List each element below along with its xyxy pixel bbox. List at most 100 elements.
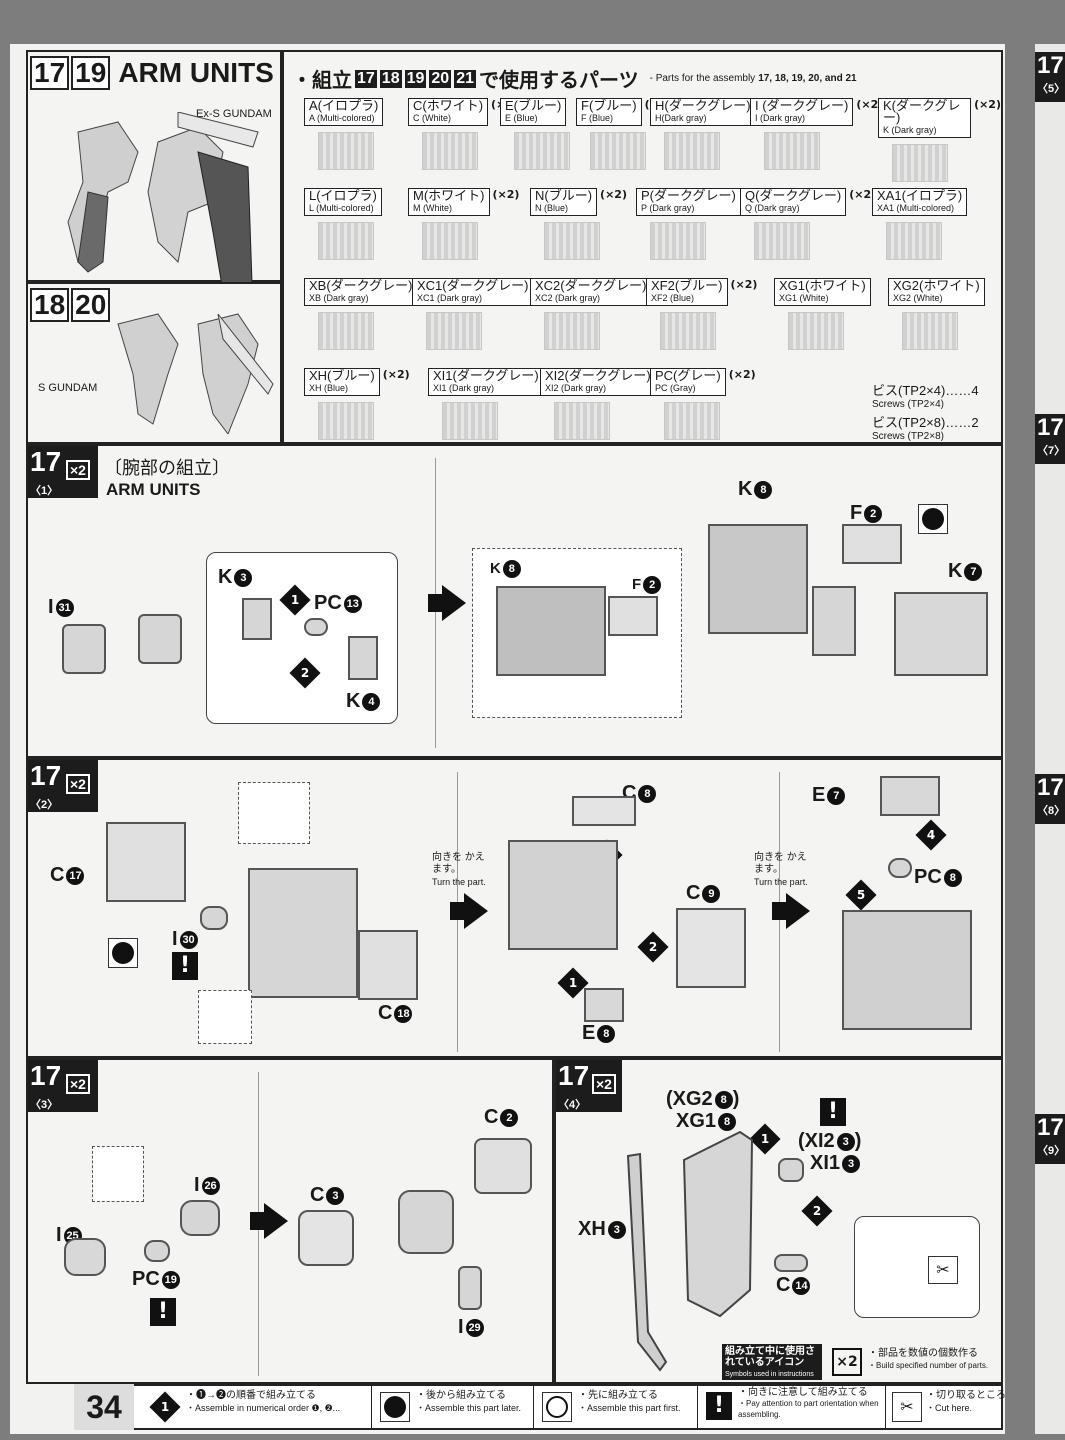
part-runner-item: N(ブルー)N (Blue)(×2) [530,188,627,260]
proceed-arrow [450,902,464,920]
part-xh [626,1152,668,1372]
part-c18 [358,930,418,1000]
adjacent-page-strip: 17〈5〉 17〈7〉 17〈8〉 17〈9〉 [1035,44,1065,1434]
part-number-badge: 3 [234,568,253,587]
runner-quantity: (×2) [856,98,884,111]
part-xg1-shield [682,1130,754,1318]
part-k8 [708,524,808,634]
runner-label: C(ホワイト)C (White) [408,98,489,126]
part-c17 [106,822,186,902]
runner-quantity: (×2) [730,278,758,291]
part-runner-item: XG1(ホワイト)XG1 (White) [774,278,874,350]
page-number: 34 [74,1384,134,1430]
legend-item-assemble-first: ・先に組み立てる・Assemble this part first. [536,1386,698,1428]
part-number-badge: 3 [842,1154,861,1173]
part-runner-item: Q(ダークグレー)Q (Dark gray)(×2) [740,188,876,260]
turn-part-note: 向きを かえます。Turn the part. [754,852,808,887]
part-number-badge: 18 [394,1004,413,1023]
part-number-badge: 8 [754,480,773,499]
runner-thumbnail [650,222,706,260]
proceed-arrow-head [786,893,810,929]
part-number-badge: 3 [607,1220,626,1239]
screw-item-en: Screws (TP2×8) [872,431,944,442]
part-f2 [842,524,902,564]
part-runner-item: L(イロプラ)L (Multi-colored) [304,188,385,260]
part-pc8 [888,858,912,878]
runner-thumbnail [442,402,498,440]
order-step-2: 2 [289,657,321,689]
legend-multiply-text: ・部品を数値の個数作る・Build specified number of pa… [868,1348,989,1370]
runner-thumbnail [422,222,478,260]
part-label-xg2: (XG2 [666,1088,713,1110]
part-label-xh: XH [578,1218,606,1240]
part-label-xg1: XG1 [676,1110,717,1132]
part-i30 [200,906,228,930]
part-i25 [64,1238,106,1276]
part-number-badge: 8 [718,1112,737,1131]
part-label-f2: F [632,576,642,593]
part-runner-item: XA1(イロプラ)XA1 (Multi-colored) [872,188,970,260]
assembly-number: 18 [30,288,70,322]
part-runner-item: XG2(ホワイト)XG2 (White) [888,278,988,350]
assembly-number: 20 [71,288,111,322]
assembly-badge: 20 [429,69,452,88]
part-label-k8: K [738,478,753,500]
part-number-badge: 2 [643,576,662,595]
runner-thumbnail [544,222,600,260]
parts-list-panel: ・組立 17 18 19 20 21 で使用するパーツ - Parts for … [282,50,1003,444]
part-c14 [774,1254,808,1272]
part-number-badge: 3 [326,1186,345,1205]
step-title-jp: 〔腕部の組立〕 [104,458,230,478]
cut-here-icon: ✂ [928,1256,958,1284]
assembly-badge: 17 [355,69,377,88]
legend-item-orientation: ! ・向きに注意して組み立てる・Pay attention to part or… [700,1386,886,1428]
turn-part-note: 向きを かえます。Turn the part. [432,852,486,887]
runner-label: XC2(ダークグレー)XC2 (Dark gray) [530,278,652,306]
part-runner-item: XC2(ダークグレー)XC2 (Dark gray) [530,278,654,350]
order-step-1: 1 [279,584,311,616]
runner-thumbnail [764,132,820,170]
part-c3 [298,1210,354,1266]
side-tab-5: 17〈5〉 [1035,52,1065,102]
assemble-later-icon [918,504,948,534]
runner-thumbnail [590,132,646,170]
runner-quantity: (×2) [600,188,627,201]
orientation-warning-icon: ! [150,1298,176,1326]
part-i31-assembled [138,614,182,664]
part-label-c2: C [484,1106,499,1128]
runner-thumbnail [514,132,570,170]
runner-quantity: (×2) [492,188,520,201]
part-number-badge: 17 [66,866,85,885]
runner-quantity: (×2) [728,368,756,381]
runner-quantity: (×2) [974,98,1001,111]
side-tab-9: 17〈9〉 [1035,1114,1065,1164]
part-label-f2: F [850,502,863,524]
runner-thumbnail [554,402,610,440]
step-badge: 17 ×2 〈3〉 [28,1060,98,1112]
part-label-c3: C [310,1184,325,1206]
screw-item: ビス(TP2×4)……4 [872,383,979,398]
part-runner-item: K(ダークグレー)K (Dark gray)(×2) [878,98,1001,182]
runner-thumbnail [318,132,374,170]
runner-label: XI1(ダークグレー)XI1 (Dark gray) [428,368,544,396]
order-step-2: 2 [637,931,669,963]
runner-label: P(ダークグレー)P (Dark gray) [636,188,741,216]
runner-thumbnail [664,402,720,440]
runner-thumbnail [318,222,374,260]
part-label-c17: C [50,864,65,886]
runner-label: Q(ダークグレー)Q (Dark gray) [740,188,847,216]
arm-illustration-ex-s [67,112,259,282]
runner-thumbnail [664,132,720,170]
part-e7 [880,776,940,816]
part-c-body-turned [508,840,618,950]
part-label-k8: K [490,560,501,577]
part-label-k7: K [948,560,963,582]
part-number-badge: 13 [343,594,362,613]
assembly-badge: 18 [379,69,402,88]
runner-thumbnail [754,222,810,260]
orientation-detail [92,1146,144,1202]
screws-list: ビス(TP2×4)……4 Screws (TP2×4) ビス(TP2×8)……2… [872,380,997,442]
part-k4 [348,636,378,680]
